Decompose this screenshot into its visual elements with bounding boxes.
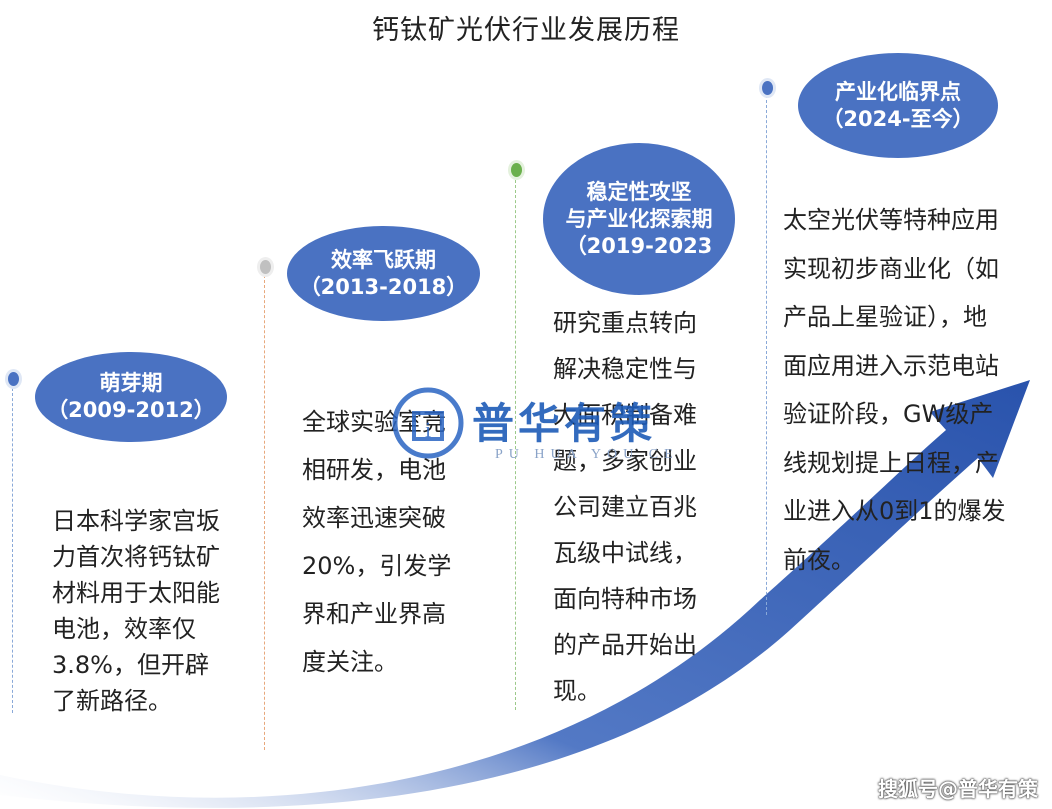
phase-3-line: 瓦级中试线， [553, 539, 697, 567]
phase-4-period: （2024-至今） [822, 106, 974, 131]
phase-4-name: 产业化临界点 [835, 79, 961, 104]
phase-1-line: 了新路径。 [52, 687, 172, 715]
phase-3-line: 解决稳定性与 [553, 355, 697, 383]
phase-1-line: 力首次将钙钛矿 [52, 543, 220, 571]
phase-3-period: （2019-2023 [565, 233, 713, 258]
phase-1-line: 日本科学家宫坂 [52, 507, 220, 535]
phase-4-line: 太空光伏等特种应用 [783, 206, 999, 234]
source-credit: 搜狐号@普华有策 [878, 777, 1038, 801]
phase-2-name: 效率飞跃期 [331, 247, 436, 272]
phase-4-description: 太空光伏等特种应用 实现初步商业化（如 产品上星验证），地 面应用进入示范电站 … [783, 196, 1006, 584]
phase-3-line: 的产品开始出 [553, 631, 697, 659]
phase-4-line: 产品上星验证），地 [783, 303, 987, 331]
timeline-line-4 [766, 95, 767, 615]
phase-3-name-line-2: 与产业化探索期 [565, 206, 713, 231]
phase-2-line: 度关注。 [302, 648, 398, 676]
phase-1-line: 材料用于太阳能 [52, 579, 220, 607]
phase-4-line: 前夜。 [783, 545, 855, 574]
phase-4-line: 线规划提上日程，产 [783, 448, 999, 477]
phase-3-line: 面向特种市场 [553, 585, 697, 613]
timeline-dot-1 [8, 372, 19, 386]
phase-3-line: 现。 [553, 677, 601, 705]
phase-1-period: （2009-2012） [47, 398, 215, 422]
phase-1-line: 3.8%，但开辟 [52, 651, 209, 679]
phase-3-line: 大面积制备难 [553, 401, 697, 429]
watermark-text: 普华有策 [472, 399, 657, 448]
watermark-subtext: PU HUA YOU CE [495, 447, 679, 462]
growth-arrow-body [0, 380, 1030, 808]
phase-4-line: 面应用进入示范电站 [783, 351, 999, 380]
phase-3-name-line-1: 稳定性攻坚 [586, 179, 692, 204]
timeline-dot-2 [260, 260, 271, 274]
phase-3-label: 稳定性攻坚 与产业化探索期 （2019-2023 [543, 143, 735, 295]
timeline-line-1 [12, 388, 13, 713]
phase-1-label: 萌芽期 （2009-2012） [35, 352, 227, 442]
phase-2-description: 全球实验室竞 相研发，电池 效率迅速突破 20%，引发学 界和产业界高 度关注。 [302, 398, 451, 686]
timeline-line-2 [264, 275, 265, 750]
phase-1-line: 电池，效率仅 [52, 615, 196, 643]
phase-4-line: 验证阶段，GW级产 [783, 400, 994, 428]
timeline-dot-3 [511, 163, 522, 177]
phase-2-line: 效率迅速突破 [302, 504, 446, 532]
phase-1-name: 萌芽期 [99, 371, 163, 395]
watermark-logo-icon: i [392, 387, 464, 459]
phase-4-line: 实现初步商业化（如 [783, 254, 999, 283]
page-title: 钙钛矿光伏行业发展历程 [372, 15, 680, 46]
phase-3-line: 研究重点转向 [553, 309, 697, 337]
phase-3-line: 公司建立百兆 [553, 493, 697, 521]
timeline-dot-4 [762, 81, 773, 95]
phase-1-description: 日本科学家宫坂 力首次将钙钛矿 材料用于太阳能 电池，效率仅 3.8%，但开辟 … [52, 503, 220, 719]
phase-4-line: 业进入从0到1的爆发 [783, 497, 1006, 525]
phase-3-line: 题，多家创业 [553, 447, 697, 475]
phase-2-period: （2013-2018） [299, 274, 468, 299]
phase-2-line: 20%，引发学 [302, 552, 452, 580]
phase-3-description: 研究重点转向 解决稳定性与 大面积制备难 题，多家创业 公司建立百兆 瓦级中试线… [553, 300, 697, 714]
phase-2-label: 效率飞跃期 （2013-2018） [287, 226, 480, 321]
phase-4-label: 产业化临界点 （2024-至今） [798, 53, 998, 158]
phase-2-line: 界和产业界高 [302, 600, 446, 628]
timeline-line-3 [515, 180, 516, 710]
phase-2-line: 相研发，电池 [302, 456, 446, 484]
watermark-logo-letter: i [425, 417, 431, 442]
